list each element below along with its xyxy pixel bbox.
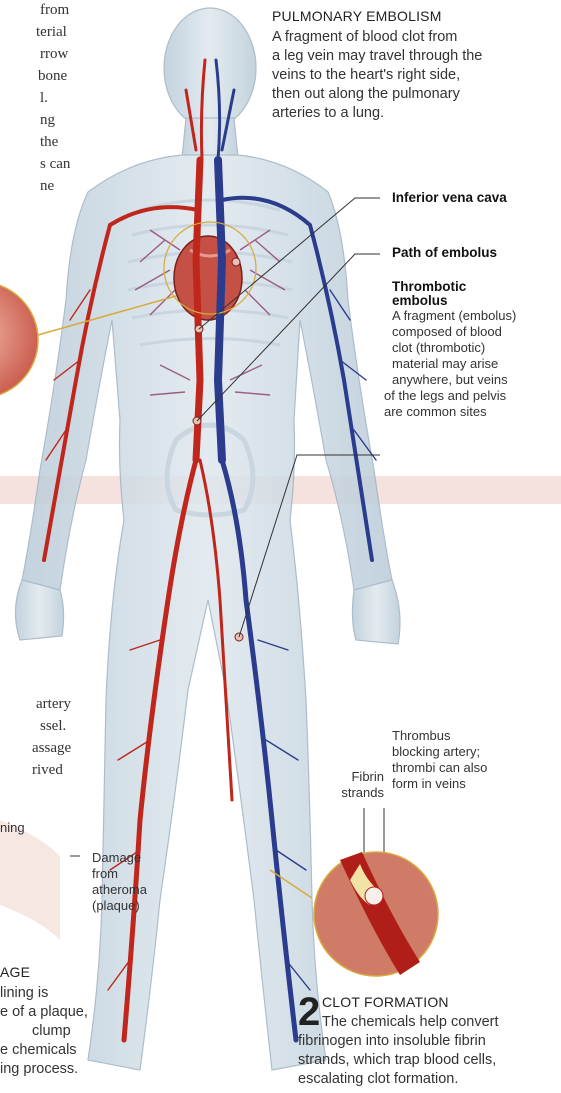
left-cut-mid-4: rived [32,760,63,780]
step-number: 2 [298,992,320,1032]
fibrin-line-1: Fibrin [344,769,384,784]
clot-line-1: The chemicals help convert [322,1013,499,1031]
label-path-of-embolus: Path of embolus [392,245,497,260]
thrombotic-desc-6: of the legs and pelvis [384,388,506,403]
thrombotic-desc-1: A fragment (embolus) [392,308,516,323]
heart [174,236,242,320]
thrombotic-desc-5: anywhere, but veins [392,372,508,387]
thrombotic-desc-4: material may arise [392,356,498,371]
pulmonary-line-3: veins to the heart's right side, [272,66,460,84]
label-embolus: embolus [392,293,448,308]
thrombotic-desc-2: composed of blood [392,324,502,339]
left-cut-top-6: ng [40,110,55,130]
left-cut-top-2: terial [36,22,67,42]
left-cut-top-5: l. [40,88,48,108]
thrombus-line-4: form in veins [392,776,466,791]
clot-line-3: strands, which trap blood cells, [298,1051,496,1069]
vessel-damage-detail [0,820,80,940]
damage-line-1: Damage [92,850,141,865]
damage-line-4: (plaque) [92,898,140,913]
left-cut-mid-2: ssel. [40,716,66,736]
left-cut-bottom-2: e of a plaque, [0,1003,88,1021]
pulmonary-line-2: a leg vein may travel through the [272,47,482,65]
clot-line-2: fibrinogen into insoluble fibrin [298,1032,486,1050]
left-hand [15,580,63,640]
thrombotic-desc-3: clot (thrombotic) [392,340,485,355]
damage-line-3: atheroma [92,882,147,897]
left-cut-ning: ning [0,820,25,835]
left-cut-bottom-4: e chemicals [0,1041,77,1059]
left-cut-top-9: ne [40,176,54,196]
label-thrombotic: Thrombotic [392,279,466,294]
label-inferior-vena-cava: Inferior vena cava [392,190,507,205]
thrombus-line-3: thrombi can also [392,760,487,775]
left-cut-top-3: rrow [40,44,68,64]
left-cut-bottom-1: lining is [0,984,48,1002]
pulmonary-line-1: A fragment of blood clot from [272,28,457,46]
thrombotic-desc-7: are common sites [384,404,487,419]
thrombus-line-1: Thrombus [392,728,451,743]
left-cut-bottom-5: ing process. [0,1060,78,1078]
left-cut-mid-3: assage [32,738,71,758]
left-cut-mid-1: artery [36,694,71,714]
pulmonary-embolism-heading: PULMONARY EMBOLISM [272,8,442,24]
damage-line-2: from [92,866,118,881]
fibrin-line-2: strands [334,785,384,800]
pulmonary-line-4: then out along the pulmonary [272,85,460,103]
left-cut-age-heading: AGE [0,964,30,980]
thrombus-line-2: blocking artery; [392,744,480,759]
left-cut-bottom-3: clump [32,1022,71,1040]
right-hand [352,580,400,644]
clot-formation-heading: CLOT FORMATION [322,994,449,1010]
pulmonary-line-5: arteries to a lung. [272,104,384,122]
left-cut-top-1: from [40,0,69,20]
left-cut-top-4: bone [38,66,67,86]
left-cut-top-8: s can [40,154,70,174]
left-cut-top-7: the [40,132,58,152]
clot-line-4: escalating clot formation. [298,1070,458,1088]
